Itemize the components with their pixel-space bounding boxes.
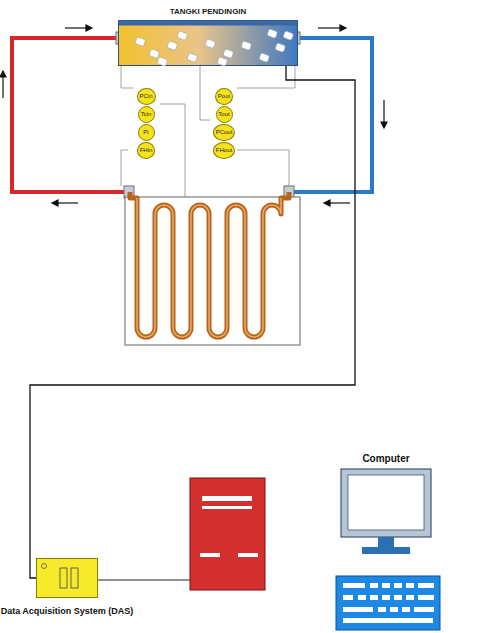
cold-pipe [292, 38, 372, 192]
computer-shape [340, 468, 432, 556]
computer-monitor: Computer [340, 468, 432, 556]
test-section-box [125, 197, 300, 345]
computer-label: Computer [362, 453, 409, 464]
sensor-label: PCout [216, 129, 233, 135]
cooling-tank: TANGKI PENDINGIN [118, 20, 298, 66]
ice-cube [217, 57, 228, 66]
ice-cube [177, 31, 188, 41]
ice-cube [283, 31, 294, 41]
ice-cube [149, 49, 160, 59]
ice-cube [187, 53, 198, 63]
ice-cube [275, 43, 286, 53]
ice-cube [241, 41, 252, 51]
signal-cable [30, 66, 355, 578]
ice-cube [223, 49, 234, 59]
hot-pipe [12, 38, 125, 192]
sensor-circle: FHin [137, 142, 155, 159]
ice-cube [267, 29, 278, 39]
tank-rim [119, 21, 298, 26]
cpu-tower [190, 478, 265, 590]
keyboard [336, 576, 440, 630]
sensor-circle: Tout [216, 106, 233, 123]
data-cable [97, 579, 190, 580]
sensor-circle: Tcin [138, 106, 155, 123]
das-led [42, 564, 47, 569]
sensor-label: Tout [218, 111, 229, 117]
monitor-screen [348, 475, 424, 530]
sensor-label: FHout [216, 147, 232, 153]
sensor-circle: PCin [137, 88, 156, 105]
sensor-label: Pi [143, 129, 148, 135]
monitor-neck [378, 537, 394, 547]
das-slot [71, 568, 78, 588]
sensor-label: Pout [218, 93, 230, 99]
tank-body [119, 21, 298, 66]
sensor-circle: Pi [138, 124, 155, 141]
sensor-circle: PCout [213, 124, 235, 141]
sensor-label: FHin [140, 147, 153, 153]
ice-cube [205, 39, 216, 49]
monitor-foot [362, 547, 410, 554]
sensor-label: PCin [139, 93, 152, 99]
ice-cube [167, 41, 178, 51]
das-shape [36, 558, 98, 598]
copper-coil [130, 192, 289, 337]
ice-cube [259, 53, 270, 63]
copper-coil-highlight [137, 198, 281, 337]
sensor-circle: FHout [213, 142, 235, 159]
sensor-circle: Pout [215, 88, 233, 105]
das-label: Data Acquisition System (DAS) [0, 606, 142, 617]
tank-title: TANGKI PENDINGIN [170, 7, 247, 16]
monitor-bezel [341, 469, 431, 537]
ice-cube [157, 57, 168, 66]
sensor-label: Tcin [141, 111, 152, 117]
das-slot [60, 568, 67, 588]
ice-cube [135, 37, 146, 47]
das-unit: Data Acquisition System (DAS) [36, 558, 98, 598]
tank-shape [118, 20, 298, 66]
das-box [37, 559, 98, 598]
